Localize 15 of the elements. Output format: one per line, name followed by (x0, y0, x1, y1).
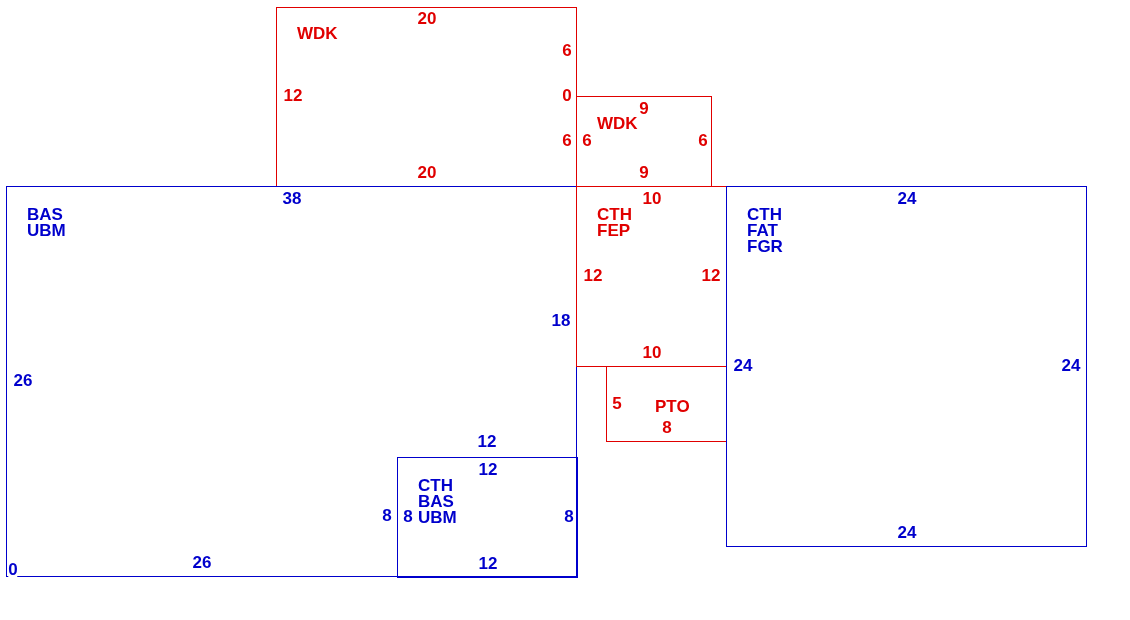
room-outline (6, 186, 577, 577)
dimension-label: 0 (8, 561, 18, 579)
room-outline (576, 186, 727, 367)
room-outline (606, 366, 727, 442)
room-outline (276, 7, 577, 187)
room-label: CTH FEP (597, 207, 633, 239)
room-outline (397, 457, 578, 578)
room-outline (576, 96, 712, 187)
room-label: BAS UBM (27, 207, 67, 239)
room-label: CTH BAS UBM (418, 478, 458, 526)
room-label: WDK (297, 26, 339, 42)
room-label: WDK (597, 116, 639, 132)
room-label: PTO (655, 399, 691, 415)
room-outline (726, 186, 1087, 547)
room-label: CTH FAT FGR (747, 207, 784, 255)
